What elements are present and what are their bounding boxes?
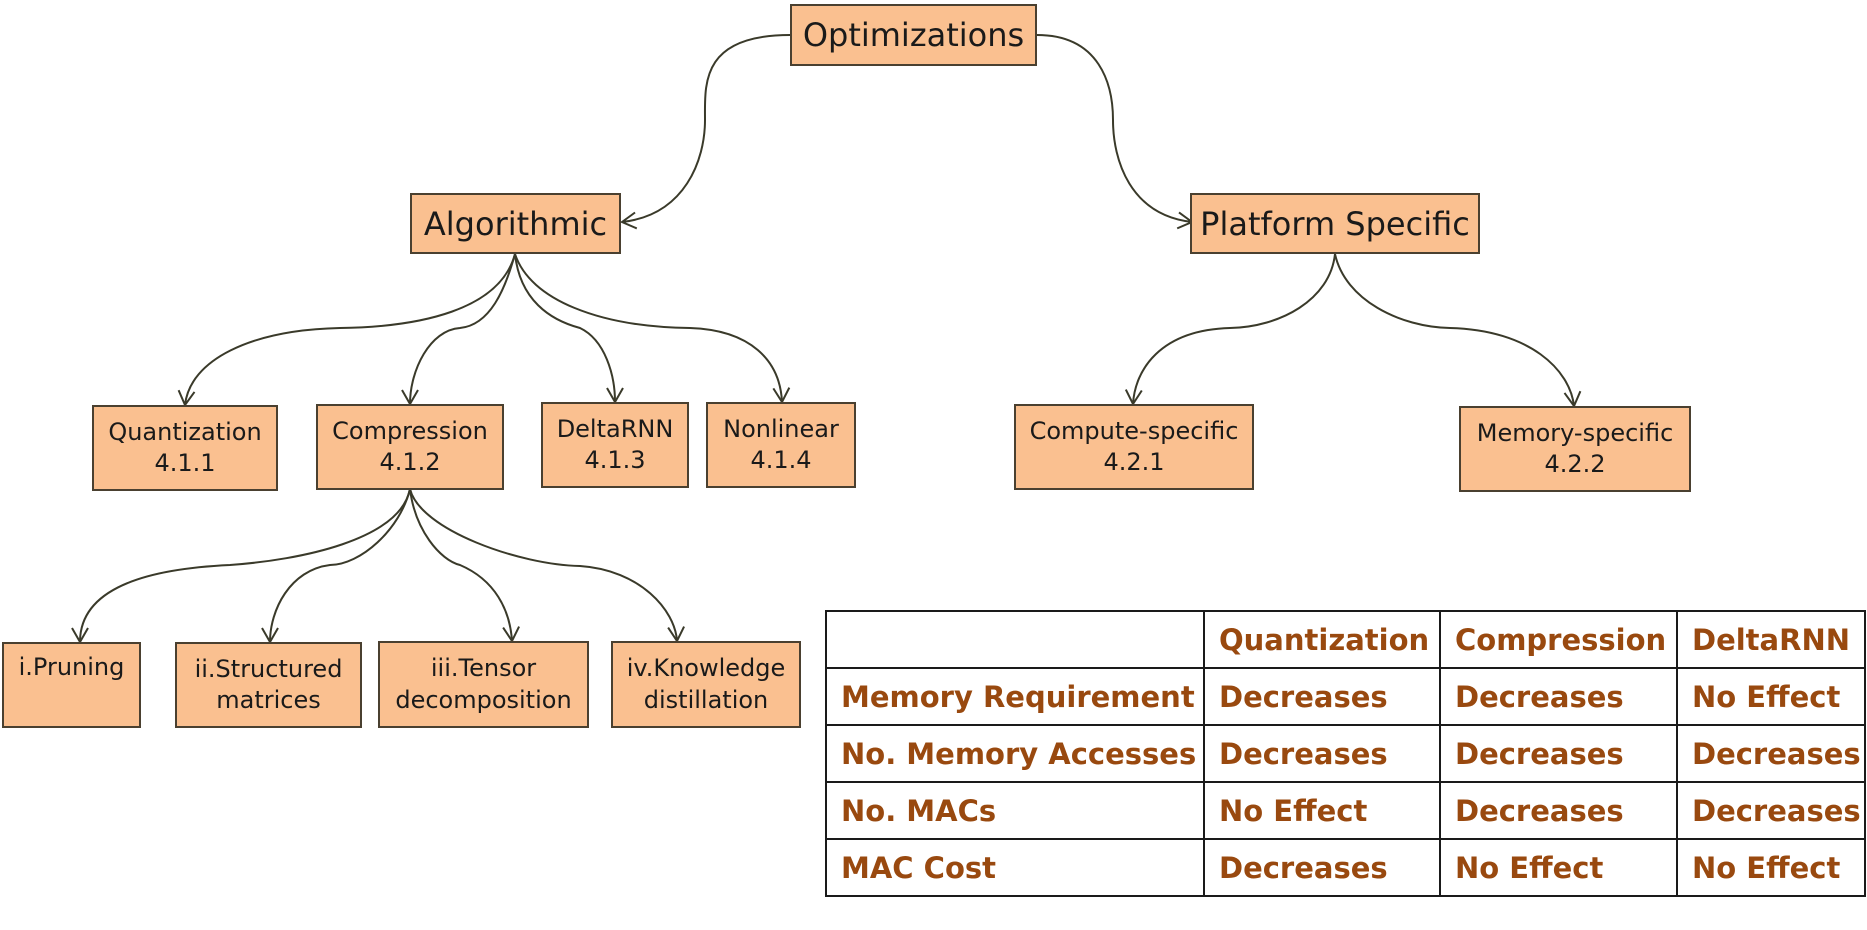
table-row: MAC Cost Decreases No Effect No Effect	[825, 838, 1866, 897]
node-algorithmic-label: Algorithmic	[423, 204, 608, 243]
node-knowledge-label: iv.Knowledge	[626, 654, 786, 683]
node-tensor-label-2: decomposition	[395, 685, 572, 714]
table-cell: No Effect	[1439, 838, 1678, 897]
node-memory-specific: Memory-specific 4.2.2	[1459, 406, 1691, 492]
node-nonlinear: Nonlinear 4.1.4	[706, 402, 856, 488]
table-cell: No Effect	[1676, 838, 1866, 897]
node-compression-label: Compression	[332, 416, 488, 445]
table-cell: Decreases	[1676, 781, 1866, 840]
table-row-label: No. Memory Accesses	[825, 724, 1205, 783]
edge-compression-tensor	[409, 488, 520, 644]
node-knowledge-distillation: iv.Knowledge distillation	[611, 641, 801, 728]
node-nonlinear-label: Nonlinear	[723, 414, 839, 443]
node-platform-specific-label: Platform Specific	[1200, 204, 1470, 243]
table-cell: No Effect	[1676, 667, 1866, 726]
table-cell: Decreases	[1203, 724, 1441, 783]
edge-root-platform	[1036, 34, 1195, 230]
table-row: No. MACs No Effect Decreases Decreases	[825, 781, 1866, 840]
table-cell: Decreases	[1203, 667, 1441, 726]
table-cell: Decreases	[1439, 667, 1678, 726]
node-deltarnn-section: 4.1.3	[584, 446, 646, 474]
edge-platform-compute	[1124, 253, 1336, 407]
node-compute-specific-section: 4.2.1	[1103, 448, 1165, 476]
edge-root-algorithmic	[619, 34, 791, 230]
table-cell: No Effect	[1203, 781, 1441, 840]
node-compression-section: 4.1.2	[379, 448, 441, 476]
edge-compression-pruning	[71, 488, 411, 645]
node-memory-specific-section: 4.2.2	[1544, 450, 1606, 478]
node-tensor-label: iii.Tensor	[430, 654, 537, 683]
table-row-label: MAC Cost	[825, 838, 1205, 897]
node-tensor-decomposition: iii.Tensor decomposition	[378, 641, 589, 728]
node-platform-specific: Platform Specific	[1190, 193, 1480, 254]
table-header-cell: Compression	[1439, 610, 1678, 669]
table-row-label: No. MACs	[825, 781, 1205, 840]
node-compute-specific: Compute-specific 4.2.1	[1014, 404, 1254, 490]
node-structured-label-2: matrices	[216, 686, 321, 714]
edge-algorithmic-compression	[401, 253, 516, 407]
effects-table: Quantization Compression DeltaRNN Memory…	[825, 610, 1866, 897]
edge-compression-structured	[261, 488, 411, 645]
node-memory-specific-label: Memory-specific	[1476, 418, 1674, 447]
table-cell: Decreases	[1203, 838, 1441, 897]
table-header-cell: DeltaRNN	[1676, 610, 1866, 669]
node-pruning: i.Pruning	[2, 642, 141, 728]
node-compression: Compression 4.1.2	[316, 404, 504, 490]
table-cell: Decreases	[1439, 781, 1678, 840]
table-cell: Decreases	[1439, 724, 1678, 783]
node-optimizations: Optimizations	[790, 4, 1037, 66]
node-knowledge-label-2: distillation	[643, 685, 769, 714]
table-row-label: Memory Requirement	[825, 667, 1205, 726]
table-header-row: Quantization Compression DeltaRNN	[825, 610, 1866, 669]
edge-compression-knowledge	[409, 488, 685, 644]
table-row: No. Memory Accesses Decreases Decreases …	[825, 724, 1866, 783]
node-structured-matrices: ii.Structured matrices	[175, 642, 362, 728]
table-header-cell: Quantization	[1203, 610, 1441, 669]
table-row: Memory Requirement Decreases Decreases N…	[825, 667, 1866, 726]
edge-platform-memory	[1334, 253, 1582, 409]
node-algorithmic: Algorithmic	[410, 193, 621, 254]
edge-algorithmic-nonlinear	[514, 253, 791, 405]
node-quantization-label: Quantization	[108, 417, 262, 446]
table-cell: Decreases	[1676, 724, 1866, 783]
edge-algorithmic-quantization	[177, 253, 516, 408]
node-deltarnn: DeltaRNN 4.1.3	[541, 402, 689, 488]
node-structured-label: ii.Structured	[194, 654, 343, 683]
node-quantization: Quantization 4.1.1	[92, 405, 278, 491]
node-nonlinear-section: 4.1.4	[750, 446, 812, 474]
edge-algorithmic-deltarnn	[514, 253, 624, 405]
node-deltarnn-label: DeltaRNN	[556, 414, 674, 443]
node-quantization-section: 4.1.1	[154, 449, 216, 477]
node-compute-specific-label: Compute-specific	[1029, 416, 1239, 445]
node-pruning-label: i.Pruning	[18, 653, 125, 681]
node-optimizations-label: Optimizations	[802, 16, 1025, 54]
table-header-cell	[825, 610, 1205, 669]
